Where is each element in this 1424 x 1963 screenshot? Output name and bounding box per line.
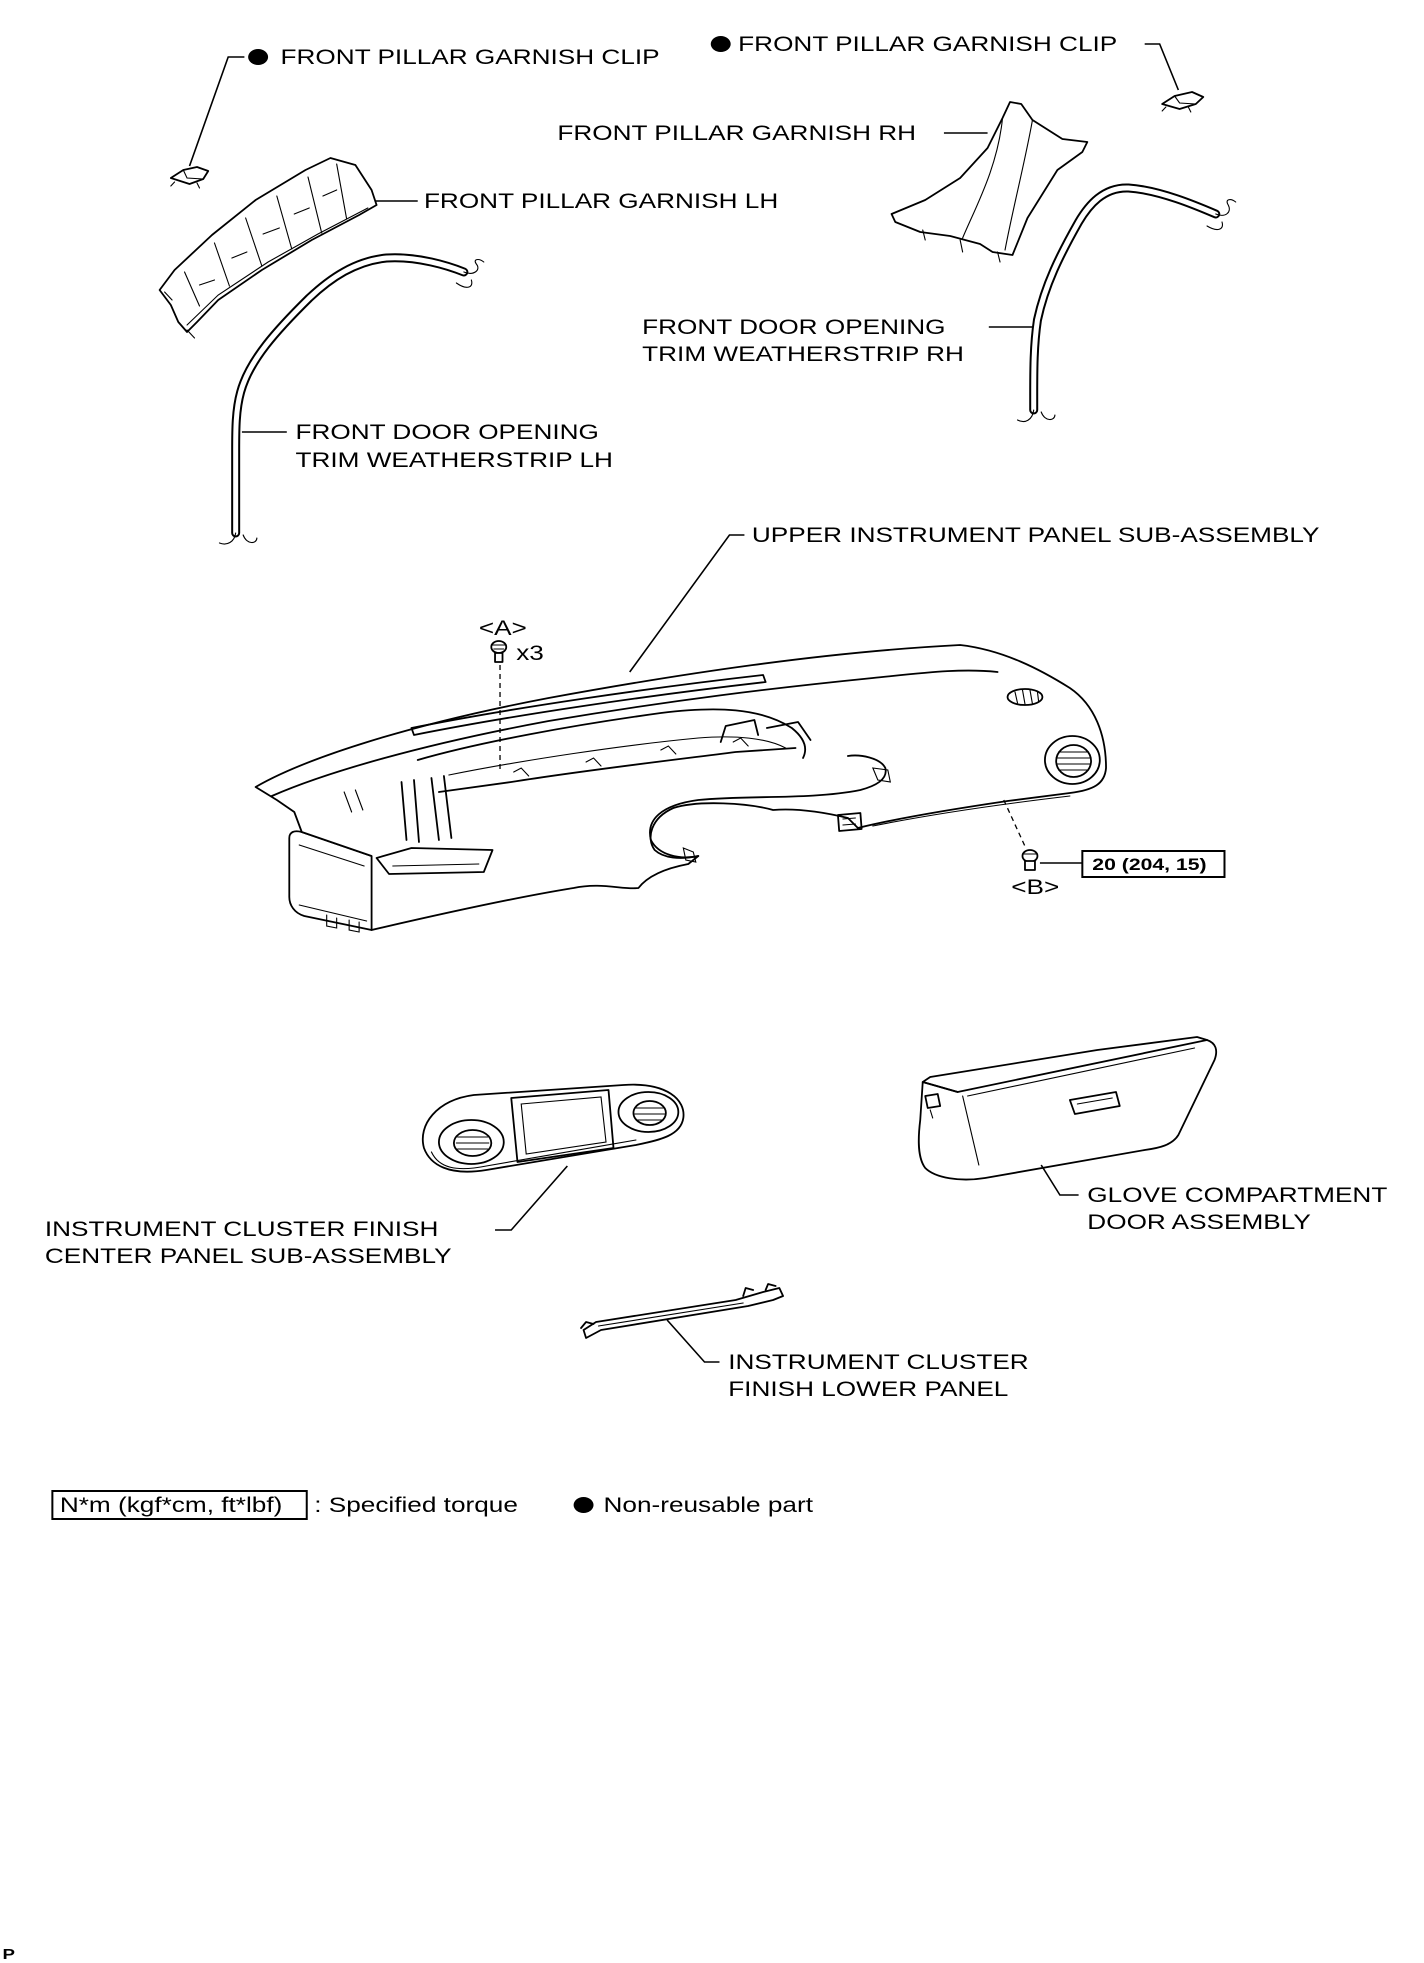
leader-line: [495, 1166, 567, 1230]
cluster-opening: [439, 748, 796, 792]
bolt-a-icon: [491, 641, 506, 662]
cluster-finish-center-panel-label-line1: INSTRUMENT CLUSTER FINISH: [45, 1218, 439, 1241]
fastener-a-tag: <A>: [479, 617, 527, 640]
cluster-finish-center-panel-label-line2: CENTER PANEL SUB-ASSEMBLY: [45, 1245, 452, 1268]
fastener-b-dashed-line: [1004, 800, 1026, 849]
front-pillar-garnish-lh-callout: FRONT PILLAR GARNISH LH: [160, 158, 778, 338]
front-door-weatherstrip-lh-callout: FRONT DOOR OPENING TRIM WEATHERSTRIP LH: [219, 258, 613, 544]
cluster-finish-lower-panel-callout: INSTRUMENT CLUSTER FINISH LOWER PANEL: [581, 1284, 1029, 1401]
legend-torque-box: [52, 1491, 306, 1519]
front-pillar-garnish-clip-left-part: [171, 167, 208, 188]
leader-line: [190, 57, 245, 166]
cluster-finish-lower-panel-part: [581, 1284, 783, 1338]
front-pillar-garnish-rh-callout: FRONT PILLAR GARNISH RH: [557, 102, 1087, 262]
cluster-finish-center-panel-part: [423, 1085, 684, 1172]
front-pillar-garnish-clip-right-callout: FRONT PILLAR GARNISH CLIP: [710, 33, 1204, 112]
glove-compartment-door-label-line2: DOOR ASSEMBLY: [1087, 1211, 1311, 1234]
leader-line: [1145, 44, 1179, 90]
front-pillar-garnish-rh-part: [892, 102, 1088, 262]
upper-instrument-panel-part: [256, 645, 1106, 932]
non-reusable-dot-icon: [573, 1497, 594, 1513]
torque-value-box: [1082, 851, 1224, 877]
non-reusable-dot-icon: [710, 36, 731, 52]
cluster-finish-lower-panel-label-line1: INSTRUMENT CLUSTER: [728, 1351, 1028, 1374]
dash-glove-bracket: [838, 813, 862, 831]
dash-console-tray: [377, 848, 493, 874]
dash-left-supports: [402, 776, 452, 842]
glove-door-hinge-clip: [925, 1094, 940, 1108]
front-pillar-garnish-clip-left-label: FRONT PILLAR GARNISH CLIP: [281, 46, 660, 69]
bolt-b-icon: [1022, 850, 1037, 870]
front-door-weatherstrip-lh-part: [219, 258, 483, 544]
center-panel-display-opening: [511, 1090, 613, 1162]
legend-torque-caption: : Specified torque: [314, 1494, 518, 1517]
front-door-weatherstrip-rh-label-line2: TRIM WEATHERSTRIP RH: [642, 343, 964, 366]
glove-compartment-door-label-line1: GLOVE COMPARTMENT: [1087, 1184, 1387, 1207]
front-door-weatherstrip-rh-part: [1017, 188, 1235, 422]
cluster-hood: [418, 709, 805, 760]
front-pillar-garnish-clip-right-label: FRONT PILLAR GARNISH CLIP: [738, 33, 1117, 56]
upper-instrument-panel-label: UPPER INSTRUMENT PANEL SUB-ASSEMBLY: [752, 524, 1320, 547]
fastener-a-quantity: x3: [516, 642, 544, 665]
fastener-b-torque: 20 (204, 15): [1092, 856, 1206, 875]
fastener-a-callout: <A> x3: [479, 617, 544, 772]
legend-torque-units: N*m (kgf*cm, ft*lbf): [60, 1494, 282, 1517]
dash-speaker-grille-icon: [1008, 689, 1043, 705]
defroster-slot: [411, 675, 765, 735]
front-pillar-garnish-clip-right-part: [1162, 92, 1203, 112]
front-door-weatherstrip-lh-label-line1: FRONT DOOR OPENING: [296, 421, 599, 444]
legend: N*m (kgf*cm, ft*lbf) : Specified torque …: [52, 1491, 813, 1519]
center-panel-vent-right-icon: [618, 1092, 678, 1132]
leader-line: [667, 1320, 719, 1362]
cluster-finish-center-panel-callout: INSTRUMENT CLUSTER FINISH CENTER PANEL S…: [45, 1085, 684, 1268]
front-door-weatherstrip-rh-label-line1: FRONT DOOR OPENING: [642, 316, 945, 339]
front-pillar-garnish-lh-label: FRONT PILLAR GARNISH LH: [424, 190, 778, 213]
dash-top-pad-edge: [272, 671, 998, 796]
non-reusable-dot-icon: [248, 49, 269, 65]
leader-line: [630, 535, 745, 672]
front-pillar-garnish-rh-label: FRONT PILLAR GARNISH RH: [557, 122, 916, 145]
front-pillar-garnish-clip-left-callout: FRONT PILLAR GARNISH CLIP: [171, 46, 660, 188]
leader-line: [1041, 1165, 1078, 1195]
glove-compartment-door-part: [919, 1037, 1216, 1180]
upper-instrument-panel-callout: UPPER INSTRUMENT PANEL SUB-ASSEMBLY: [256, 524, 1320, 932]
center-panel-vent-left-icon: [439, 1120, 504, 1164]
glove-door-handle: [1070, 1092, 1120, 1114]
page-code: P: [2, 1946, 14, 1963]
front-door-weatherstrip-rh-callout: FRONT DOOR OPENING TRIM WEATHERSTRIP RH: [642, 188, 1236, 422]
glove-compartment-door-callout: GLOVE COMPARTMENT DOOR ASSEMBLY: [919, 1037, 1387, 1234]
front-pillar-garnish-lh-part: [160, 158, 377, 338]
fastener-b-tag: <B>: [1011, 876, 1059, 899]
dash-outline: [256, 645, 1106, 930]
dash-air-vent-right-icon: [1045, 736, 1100, 784]
cluster-opening-inner: [449, 737, 786, 775]
legend-non-reusable-caption: Non-reusable part: [604, 1494, 814, 1517]
fastener-b-callout: 20 (204, 15) <B>: [1004, 800, 1225, 899]
front-door-weatherstrip-lh-label-line2: TRIM WEATHERSTRIP LH: [296, 449, 613, 472]
cluster-finish-lower-panel-label-line2: FINISH LOWER PANEL: [728, 1378, 1008, 1401]
dash-center-stack-edge: [650, 756, 886, 858]
